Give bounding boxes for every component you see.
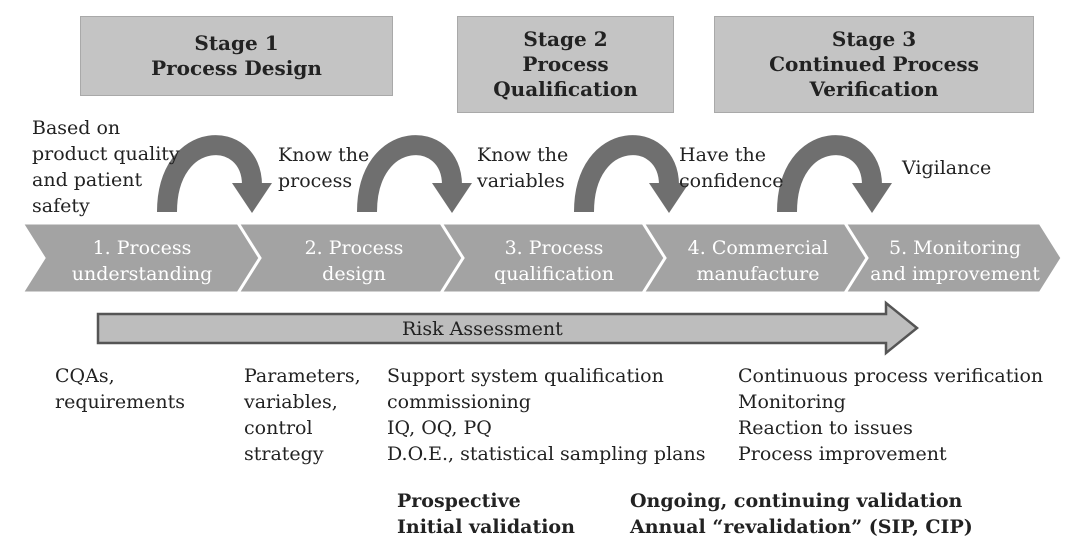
step-4-label: 4. Commercial manufacture [668,235,848,287]
step-1-label: 1. Process understanding [52,235,232,287]
validation-note-line: Initial validation [397,516,575,538]
stage-1-title: Stage 1 [194,31,279,55]
detail-line: CQAs, [55,365,115,387]
transition-label-1-line: product quality [32,143,180,165]
transition-label-2-line: Know the [278,144,370,166]
validation-note-prospective: Prospective Initial validation [397,488,575,540]
curved-arrow-2 [357,135,462,213]
validation-note-line: Annual “revalidation” (SIP, CIP) [630,516,973,538]
risk-assessment-arrow [96,300,919,356]
risk-assessment-label: Risk Assessment [402,318,563,340]
detail-line: strategy [244,443,324,465]
step-3-label-line: 3. Process [504,237,604,259]
step-4-label-line: manufacture [696,263,820,285]
detail-line: commissioning [387,391,531,413]
detail-line: Reaction to issues [738,417,913,439]
transition-label-1-line: Based on [32,117,121,139]
curved-arrow-head-4 [852,183,892,213]
transition-label-1-line: and patient [32,169,143,191]
stage-3-title: Stage 3 [831,27,917,51]
transition-label-1: Based on product quality and patient saf… [32,115,180,219]
step-3-label-line: qualification [494,263,614,285]
detail-line: requirements [55,391,186,413]
transition-label-5-line: Vigilance [902,157,992,179]
detail-line: Continuous process verification [738,365,1044,387]
detail-line: Parameters, [244,365,361,387]
detail-line: variables, [244,391,338,413]
stage-2-name-line-1: Process [522,52,609,76]
detail-step-4-5: Continuous process verification Monitori… [738,363,1043,467]
transition-label-3-line: variables [477,170,565,192]
detail-line: control [244,417,313,439]
curved-arrow-head-2 [432,183,472,213]
detail-step-3: Support system qualification commissioni… [387,363,705,467]
step-2-label: 2. Process design [264,235,444,287]
step-1-label-line: understanding [71,263,213,285]
validation-note-line: Prospective [397,490,521,512]
detail-step-1: CQAs, requirements [55,363,185,415]
transition-label-5: Vigilance [902,155,991,181]
step-3-label: 3. Process qualification [464,235,644,287]
chevron-step-5 [842,221,1064,295]
transition-label-3-line: Know the [477,144,569,166]
transition-label-2: Know the process [278,142,369,194]
transition-label-4: Have the confidence [679,142,784,194]
step-2-label-line: 2. Process [304,237,404,259]
step-4-label-line: 4. Commercial [687,237,829,259]
detail-line: Process improvement [738,443,947,465]
transition-label-4-line: confidence [679,170,784,192]
transition-label-3: Know the variables [477,142,568,194]
detail-line: Monitoring [738,391,846,413]
curved-arrow-head-3 [649,183,689,213]
transition-label-4-line: Have the [679,144,767,166]
curved-arrow-1 [157,135,262,213]
curved-arrow-3 [574,135,679,213]
stage-1-name: Process Design [151,56,322,80]
transition-label-1-line: safety [32,195,90,217]
stage-2-name-line-2: Qualification [493,77,638,101]
step-5-label-line: 5. Monitoring [888,237,1021,259]
step-5-label-line: and improvement [870,263,1040,285]
stage-3-name-line-1: Continued Process [769,52,979,76]
stage-2-title: Stage 2 [523,27,608,51]
step-5-label: 5. Monitoring and improvement [865,235,1045,287]
step-2-label-line: design [322,263,386,285]
detail-line: IQ, OQ, PQ [387,417,492,439]
curved-arrow-4 [777,135,882,213]
stage-3-box: Stage 3 Continued Process Verification [714,16,1034,113]
detail-line: Support system qualification [387,365,664,387]
step-1-label-line: 1. Process [92,237,192,259]
transition-label-2-line: process [278,170,353,192]
validation-note-line: Ongoing, continuing validation [630,490,963,512]
detail-step-2: Parameters, variables, control strategy [244,363,361,467]
validation-note-ongoing: Ongoing, continuing validation Annual “r… [630,488,973,540]
stage-1-box: Stage 1 Process Design [80,16,393,96]
detail-line: D.O.E., statistical sampling plans [387,443,706,465]
curved-arrow-head-1 [232,183,272,213]
stage-2-box: Stage 2 Process Qualification [457,16,674,113]
stage-3-name-line-2: Verification [809,77,939,101]
